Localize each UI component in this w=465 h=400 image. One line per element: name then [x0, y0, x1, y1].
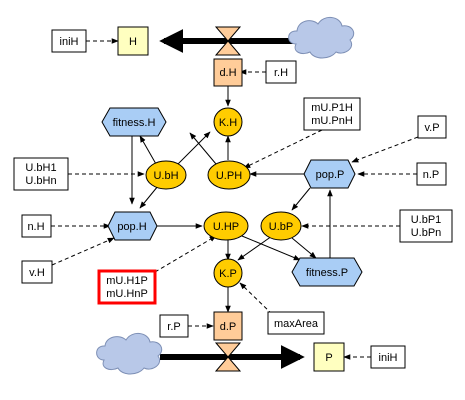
- label-UbPn: U.bPn: [411, 227, 442, 239]
- label-dH: d.H: [219, 67, 236, 79]
- label-nH: n.H: [27, 221, 44, 233]
- edge-mUH-to-UPH: [243, 129, 323, 169]
- edge-UPH-to-fitnessH: [189, 132, 217, 165]
- label-fitnessP: fitness.P: [306, 267, 348, 279]
- label-UbP: U.bP: [269, 221, 293, 233]
- flow-pipes: [159, 28, 305, 369]
- hex-popH: pop.H: [107, 211, 158, 241]
- parameter-nP: n.P: [416, 162, 447, 186]
- aux-UbH: U.bH: [145, 160, 187, 190]
- aux-KP: K.P: [213, 258, 243, 288]
- parameter-mUP1H-mUPnH: mU.P1H mU.PnH: [303, 97, 361, 131]
- parameter-iniH-bottom: iniH: [370, 345, 406, 369]
- stock-H: H: [117, 26, 149, 56]
- bottom-valve: [214, 342, 242, 372]
- hex-fitnessP: fitness.P: [291, 257, 363, 287]
- bottom-cloud: [96, 333, 163, 375]
- label-rH: r.H: [274, 67, 288, 79]
- edge-UHP-to-fitnessP: [241, 235, 301, 261]
- edge-mUP-to-UHP: [154, 235, 217, 273]
- label-mUPnH: mU.PnH: [311, 115, 353, 127]
- edge-UbH-to-KH: [177, 131, 211, 165]
- edge-vP-to-popP: [351, 136, 419, 163]
- aux-UbP: U.bP: [260, 211, 302, 241]
- edge-UbP-to-fitnessP: [291, 237, 317, 259]
- label-UbP1: U.bP1: [411, 214, 442, 226]
- label-popH: pop.H: [117, 221, 146, 233]
- label-vP: v.P: [424, 122, 439, 134]
- label-iniH-top: iniH: [60, 36, 79, 48]
- edge-UbH-to-popH: [139, 185, 159, 209]
- parameter-maxArea: maxArea: [267, 311, 325, 335]
- label-UbHn: U.bHn: [25, 175, 56, 187]
- label-UHP: U.HP: [213, 221, 239, 233]
- label-UbH: U.bH: [153, 170, 178, 182]
- label-H: H: [129, 36, 137, 48]
- parameter-rP: r.P: [159, 314, 189, 338]
- label-nP: n.P: [423, 169, 440, 181]
- parameter-vH: v.H: [21, 260, 53, 284]
- label-vH: v.H: [29, 267, 45, 279]
- label-popP: pop.P: [316, 169, 345, 181]
- label-KH: K.H: [219, 117, 237, 129]
- label-dP: d.P: [220, 321, 237, 333]
- parameter-mUH1P-mUHnP-highlighted: mU.H1P mU.HnP: [97, 269, 157, 305]
- label-mUH1P: mU.H1P: [106, 275, 148, 287]
- parameter-UbP1-UbPn: U.bP1 U.bPn: [399, 209, 453, 243]
- label-maxArea: maxArea: [274, 318, 319, 330]
- label-UPH: U.PH: [216, 170, 242, 182]
- parameter-vP: v.P: [417, 115, 447, 139]
- label-KP: K.P: [219, 268, 237, 280]
- parameter-rH: r.H: [265, 60, 297, 84]
- aux-KH: K.H: [213, 107, 243, 137]
- top-valve: [214, 26, 242, 56]
- hex-popP: pop.P: [303, 159, 356, 189]
- label-P: P: [325, 352, 332, 364]
- hex-fitnessH: fitness.H: [101, 107, 167, 137]
- label-rP: r.P: [167, 321, 180, 333]
- flow-dH: d.H: [213, 58, 243, 87]
- parameter-UbH1-UbHn: U.bH1 U.bHn: [13, 157, 69, 191]
- flow-dP: d.P: [213, 311, 243, 341]
- label-fitnessH: fitness.H: [113, 117, 156, 129]
- label-UbH1: U.bH1: [25, 162, 56, 174]
- edge-UbH-to-fitnessH: [139, 135, 157, 165]
- parameter-iniH-top: iniH: [51, 29, 87, 53]
- aux-UHP: U.HP: [203, 211, 249, 241]
- label-mUP1H: mU.P1H: [311, 102, 353, 114]
- edge-UbP-to-KP: [237, 235, 273, 261]
- top-cloud: [288, 17, 355, 59]
- label-mUHnP: mU.HnP: [106, 288, 148, 300]
- connectors: [51, 38, 419, 360]
- edge-popP-to-UbP: [291, 187, 311, 211]
- label-iniH-bottom: iniH: [379, 352, 398, 364]
- parameter-nH: n.H: [21, 214, 52, 238]
- edge-vH-to-popH: [51, 237, 115, 266]
- edge-maxArea-to-KP: [239, 282, 273, 315]
- stock-P: P: [313, 342, 345, 372]
- aux-UPH: U.PH: [207, 160, 251, 190]
